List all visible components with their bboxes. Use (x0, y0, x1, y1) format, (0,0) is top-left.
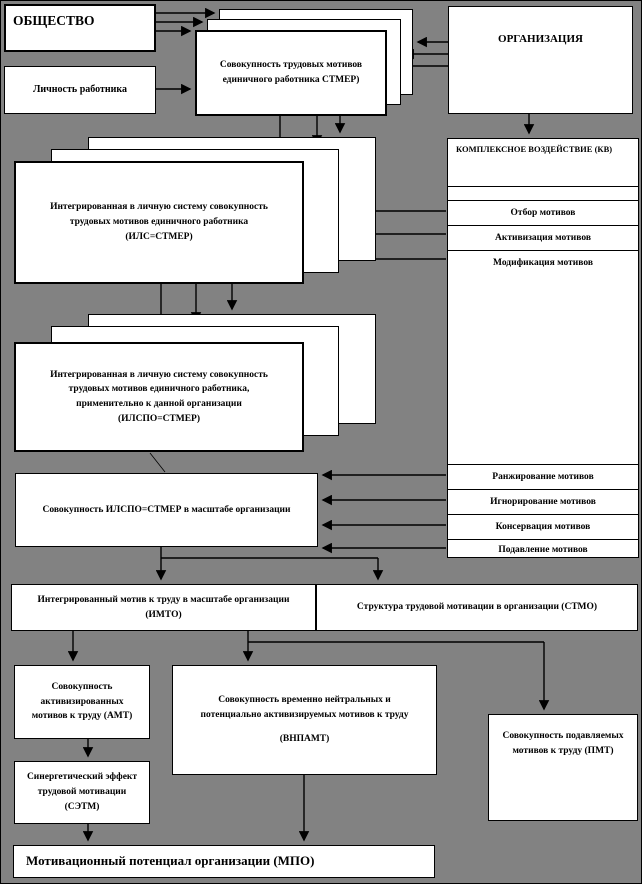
node-society-label: ОБЩЕСТВО (13, 13, 95, 28)
node-ilspo-stmer: Интегрированная в личную систему совокуп… (14, 342, 304, 452)
node-setm-label: Синергетический эффект трудовой мотиваци… (26, 772, 138, 812)
kv-row-label: Отбор мотивов (510, 208, 576, 218)
node-ilspo-scale: Совокупность ИЛСПО=СТМЕР в масштабе орга… (15, 473, 318, 547)
node-pmt-label: Совокупность подавляемых мотивов к труду… (502, 731, 624, 756)
node-imto: Интегрированный мотив к труду в масштабе… (11, 584, 316, 631)
node-amt-label: Совокупность активизированных мотивов к … (31, 681, 133, 722)
kv-row-motive-modification: Модификация мотивов (448, 250, 638, 275)
node-mpo: Мотивационный потенциал организации (МПО… (13, 845, 435, 878)
node-stmer: Совокупность трудовых мотивов единичного… (195, 30, 387, 116)
kv-row-motive-ignoring: Игнорирование мотивов (448, 489, 638, 514)
kv-row-label: Активизация мотивов (495, 233, 591, 243)
node-stmer-label: Совокупность трудовых мотивов единичного… (219, 60, 363, 85)
node-organization-label: ОРГАНИЗАЦИЯ (498, 33, 583, 45)
node-vnpamt: Совокупность временно нейтральных и поте… (172, 665, 437, 775)
node-ilspo-scale-label: Совокупность ИЛСПО=СТМЕР в масштабе орга… (42, 504, 291, 515)
node-imto-label: Интегрированный мотив к труду в масштабе… (37, 594, 290, 620)
node-organization: ОРГАНИЗАЦИЯ (448, 6, 633, 114)
kv-row-motive-suppression: Подавление мотивов (448, 539, 638, 559)
node-setm: Синергетический эффект трудовой мотиваци… (14, 761, 150, 824)
kv-row-motive-conservation: Консервация мотивов (448, 514, 638, 539)
node-ilspo-stmer-label: Интегрированная в личную систему совокуп… (50, 369, 268, 424)
node-worker-personality-label: Личность работника (32, 84, 128, 96)
kv-row-label: Модификация мотивов (492, 258, 593, 268)
kv-row-motive-selection: Отбор мотивов (448, 200, 638, 225)
kv-row-label: Игнорирование мотивов (490, 497, 596, 507)
node-mpo-label: Мотивационный потенциал организации (МПО… (26, 853, 315, 869)
node-society: ОБЩЕСТВО (4, 4, 156, 52)
kv-row-label: Подавление мотивов (498, 544, 588, 555)
node-worker-personality: Личность работника (4, 66, 156, 114)
complex-influence-spacer (448, 186, 638, 200)
kv-row-motive-ranking: Ранжирование мотивов (448, 464, 638, 489)
kv-row-label: Ранжирование мотивов (492, 472, 594, 482)
node-stmo: Структура трудовой мотивации в организац… (316, 584, 638, 631)
node-vnpamt-label-line1: Совокупность временно нейтральных и поте… (200, 694, 409, 720)
kv-row-motive-activation: Активизация мотивов (448, 225, 638, 250)
node-stmo-label: Структура трудовой мотивации в организац… (356, 602, 598, 613)
node-amt: Совокупность активизированных мотивов к … (14, 665, 150, 739)
complex-influence-header: КОМПЛЕКСНОЕ ВОЗДЕЙСТВИЕ (КВ) (456, 144, 613, 154)
complex-influence-column: КОМПЛЕКСНОЕ ВОЗДЕЙСТВИЕ (КВ) Отбор мотив… (447, 138, 639, 558)
kv-row-label: Консервация мотивов (495, 522, 591, 532)
node-ils-stmer: Интегрированная в личную систему совокуп… (14, 161, 304, 284)
node-vnpamt-label-line2: (ВНПАМТ) (279, 734, 330, 745)
node-pmt: Совокупность подавляемых мотивов к труду… (488, 714, 638, 821)
node-ils-stmer-label: Интегрированная в личную систему совокуп… (50, 202, 268, 242)
